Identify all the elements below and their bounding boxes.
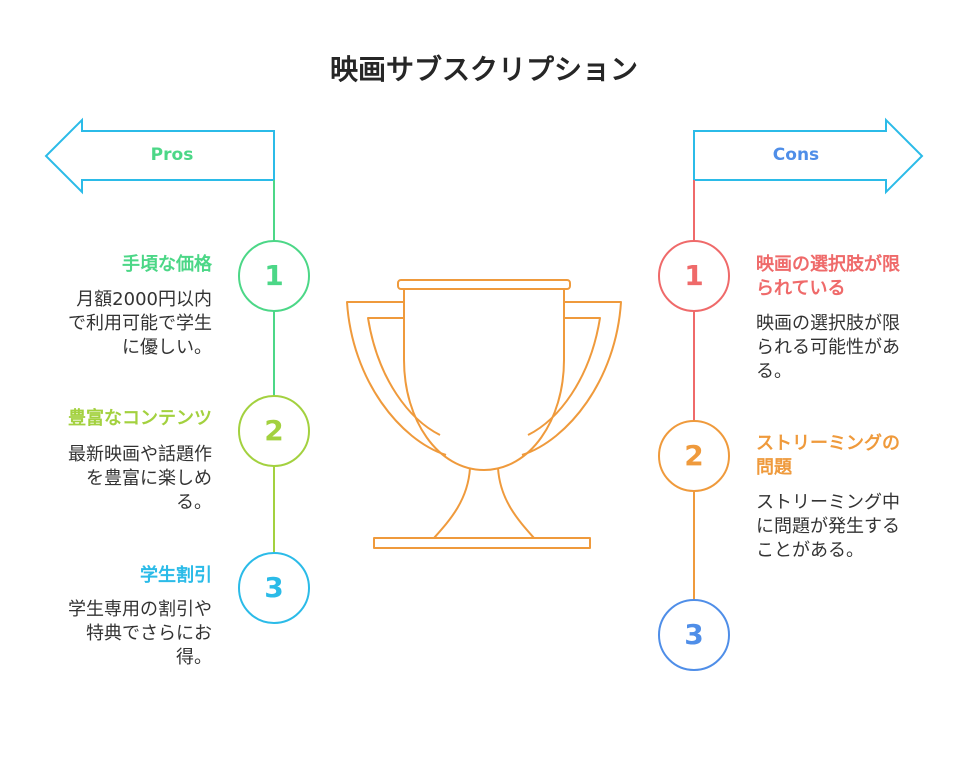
- cons-label: Cons: [772, 145, 820, 165]
- cons-item-1-desc: 映画の選択肢が限 られる可能性があ る。: [756, 313, 900, 382]
- pros-label: Pros: [150, 145, 194, 165]
- trophy-icon: [346, 279, 622, 549]
- cons-item-1-title: 映画の選択肢が限 られている: [756, 254, 900, 299]
- pros-circle-2: [238, 395, 310, 467]
- pros-arrow: [44, 117, 275, 195]
- page-title: 映画サブスクリプション: [329, 53, 638, 86]
- pros-item-3-title: 学生割引: [140, 565, 212, 586]
- pros-number-1: 1: [264, 259, 284, 292]
- pros-item-3-desc: 学生専用の割引や 特典でさらにお 得。: [68, 599, 212, 668]
- cons-item-2-desc: ストリーミング中 に問題が発生する ことがある。: [756, 492, 900, 561]
- cons-number-1: 1: [684, 259, 704, 292]
- cons-arrow: [693, 117, 924, 195]
- pros-circle-3: [238, 552, 310, 624]
- pros-item-1-title: 手頃な価格: [122, 254, 212, 275]
- cons-number-2: 2: [684, 439, 704, 472]
- cons-item-2-title: ストリーミングの 問題: [756, 433, 900, 478]
- cons-number-3: 3: [684, 618, 704, 651]
- pros-circle-1: [238, 240, 310, 312]
- pros-item-1-desc: 月額2000円以内 で利用可能で学生 に優しい。: [68, 289, 212, 358]
- cons-circle-3: [658, 599, 730, 671]
- pros-item-2-title: 豊富なコンテンツ: [68, 408, 212, 429]
- cons-circle-2: [658, 420, 730, 492]
- pros-item-2-desc: 最新映画や話題作 を豊富に楽しめ る。: [68, 444, 212, 513]
- pros-number-2: 2: [264, 414, 284, 447]
- pros-number-3: 3: [264, 571, 284, 604]
- cons-circle-1: [658, 240, 730, 312]
